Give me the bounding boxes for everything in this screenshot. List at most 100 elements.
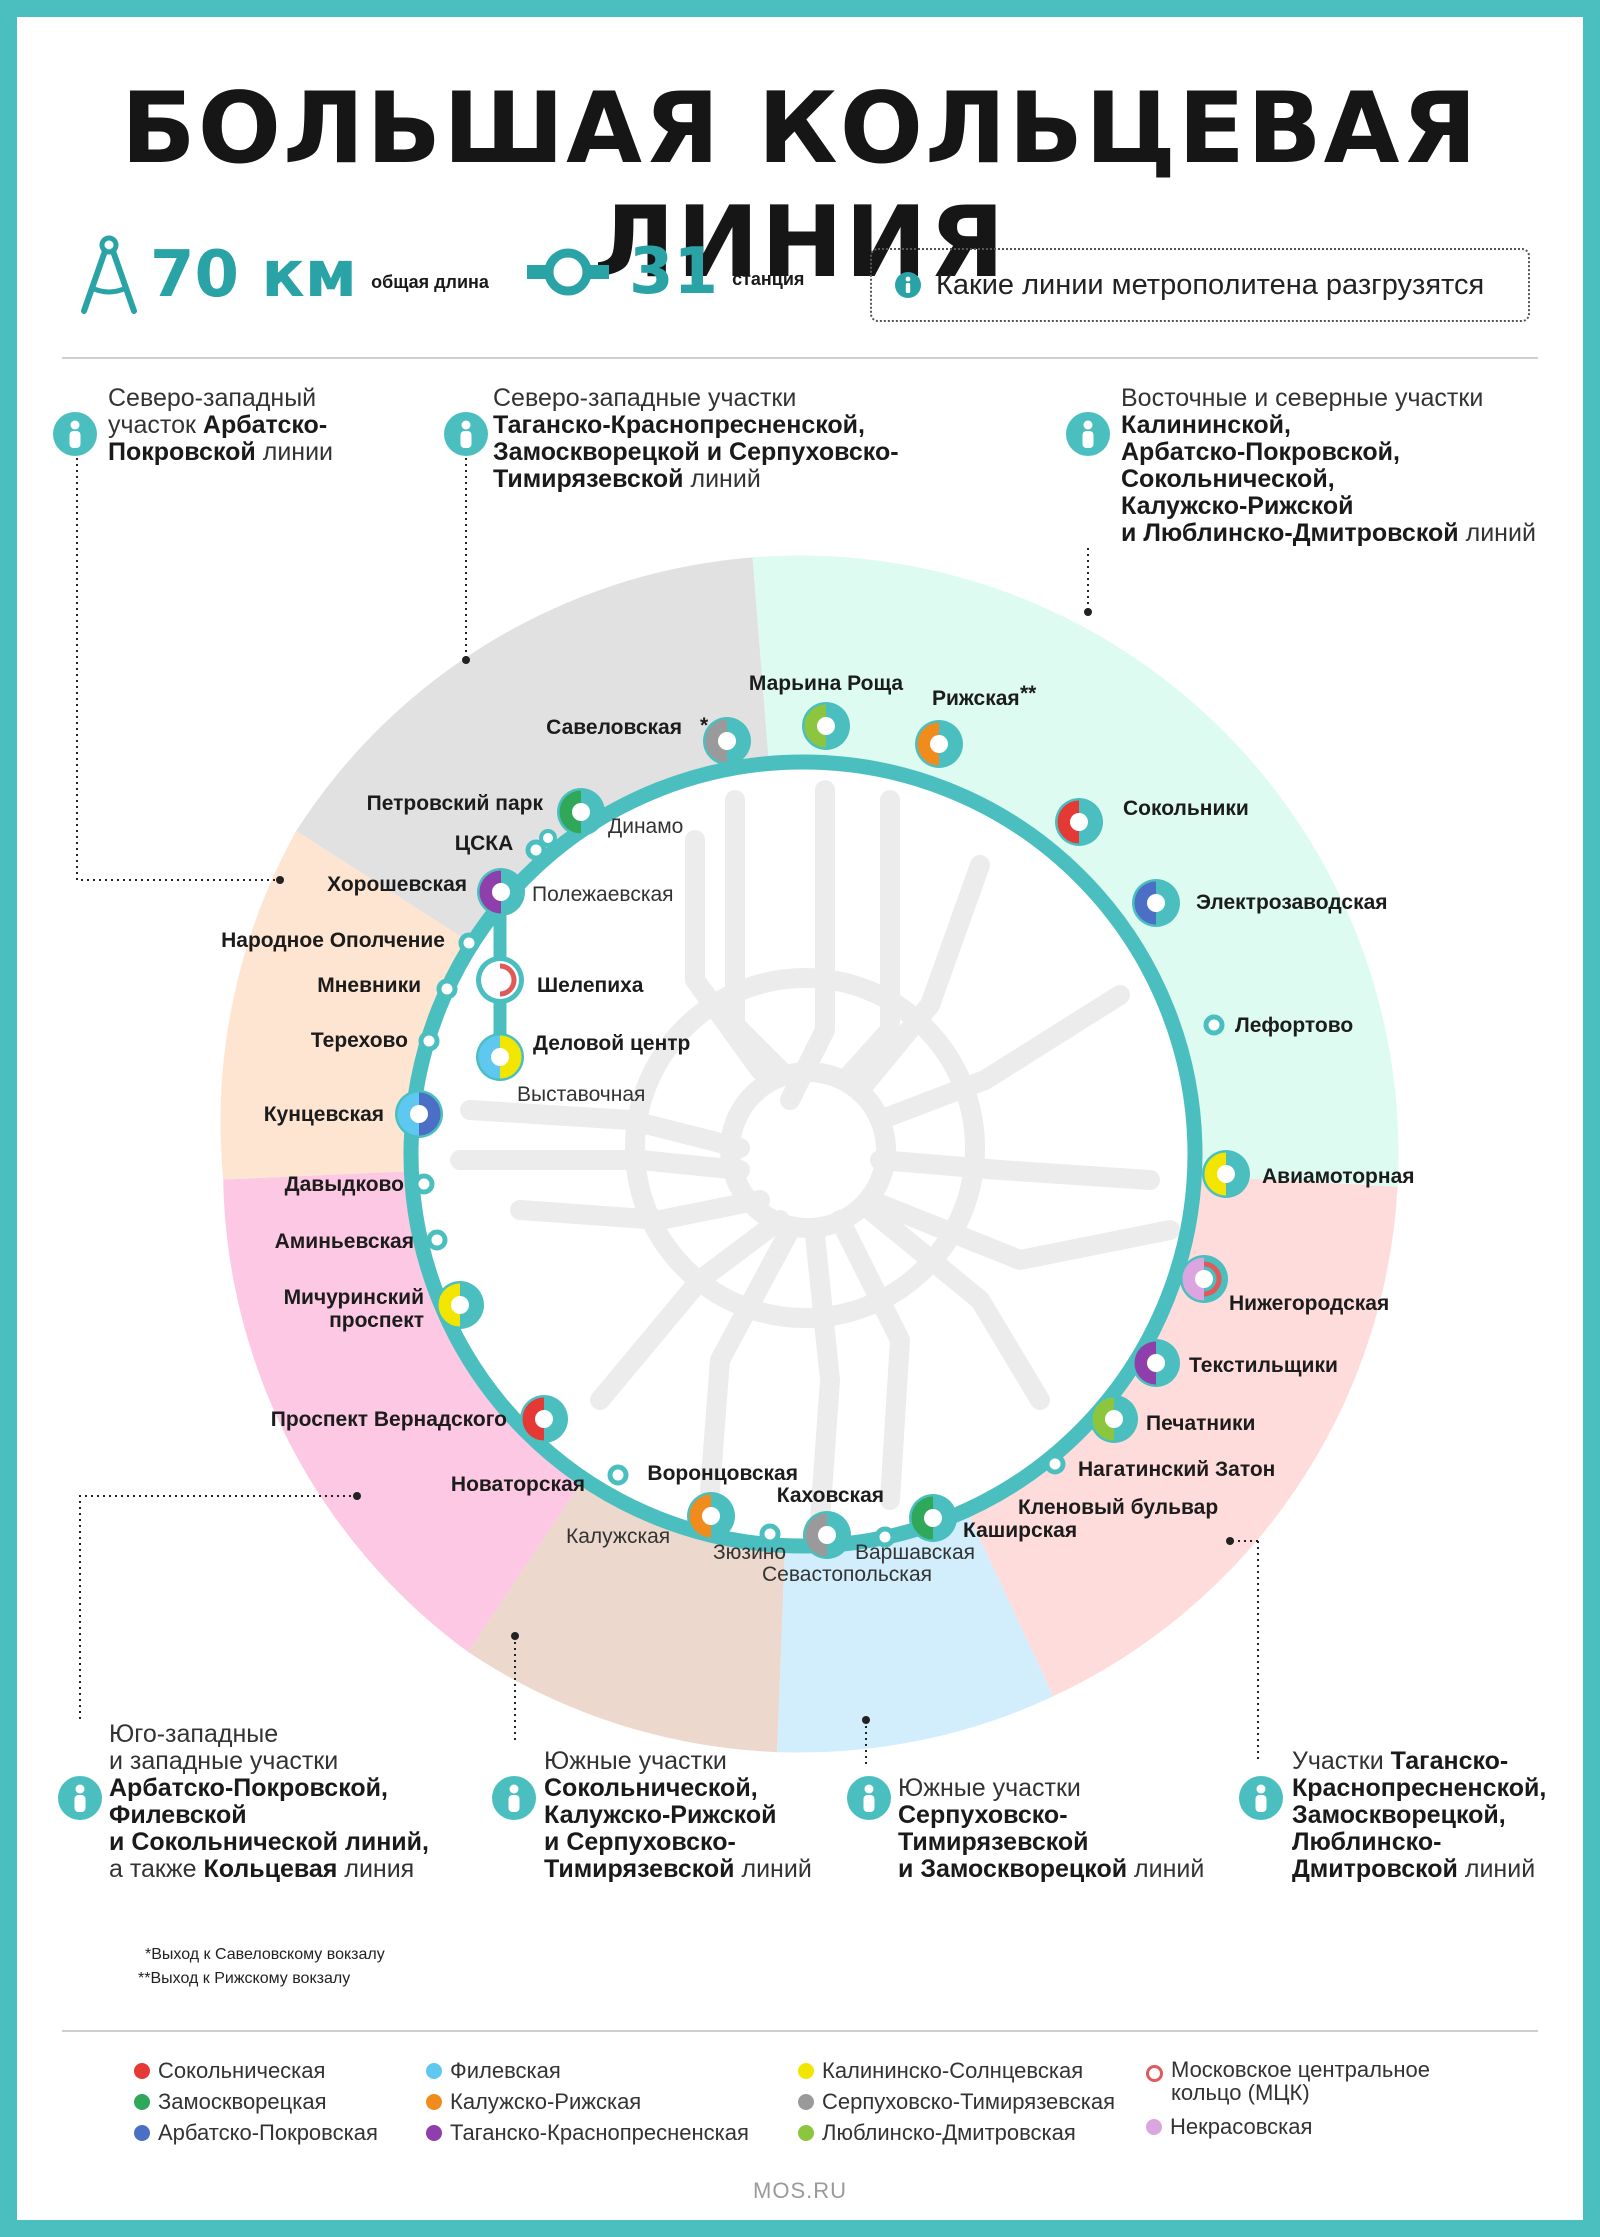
station-marker-sevastopolskaya	[803, 1511, 851, 1559]
person-icon	[1066, 412, 1110, 456]
stations-stat: 31 станция	[525, 235, 804, 309]
station-dot-zyuzino	[759, 1523, 781, 1545]
label-klenovy-bulvar: Кленовый бульвар	[1018, 1496, 1218, 1519]
line-dot-icon	[798, 2125, 814, 2141]
section-east: Восточные и северные участки Калининской…	[1121, 384, 1536, 547]
length-label: общая длина	[371, 271, 489, 292]
label-elektrozavodskaya: Электрозаводская	[1196, 891, 1388, 914]
station-marker-sokolniki	[1055, 798, 1103, 846]
label-narodnoe-opolchenie: Народное Ополчение	[221, 929, 445, 952]
label-vystavochnaya: Выставочная	[517, 1083, 645, 1106]
label-varshavskaya: Варшавская	[855, 1541, 975, 1564]
station-dot-aminyevskaya	[426, 1229, 448, 1251]
label-lefortovo: Лефортово	[1235, 1014, 1353, 1037]
asterisk-savelovskaya: *	[700, 714, 709, 737]
label-rizhskaya: Рижская	[932, 687, 1020, 710]
legend-filevskaya: Филевская	[426, 2058, 561, 2084]
length-value: 70 км	[150, 238, 358, 312]
legend-zamoskvoretskaya: Замоскворецкая	[134, 2089, 327, 2115]
station-marker-pechatniki	[1090, 1395, 1138, 1443]
page-title: БОЛЬШАЯ КОЛЬЦЕВАЯ ЛИНИЯ	[121, 72, 1479, 300]
station-dot-terekhovo	[418, 1030, 440, 1052]
station-marker-kashirskaya	[909, 1494, 957, 1542]
section-southeast: Участки Таганско- Краснопресненской, Зам…	[1292, 1747, 1547, 1883]
station-dot-tsska	[525, 839, 547, 861]
label-kuntsevskaya: Кунцевская	[264, 1103, 384, 1126]
section-southwest: Юго-западные и западные участки Арбатско…	[109, 1720, 429, 1884]
person-icon	[1239, 1776, 1283, 1820]
legend-serpukhovsko: Серпуховско-Тимирязевская	[798, 2089, 1115, 2115]
stations-label: станция	[732, 268, 805, 289]
station-marker-shelepikha	[476, 956, 524, 1004]
legend-lyublinsko: Люблинско-Дмитровская	[798, 2120, 1076, 2146]
line-dot-icon	[1146, 2119, 1162, 2135]
label-dinamo: Динамо	[608, 815, 683, 838]
station-marker-marina-roshcha	[802, 702, 850, 750]
station-marker-rizhskaya	[915, 720, 963, 768]
label-polezhaevskaya: Полежаевская	[532, 883, 674, 906]
station-marker-michurinsky	[436, 1281, 484, 1329]
line-dot-icon	[426, 2125, 442, 2141]
station-dot-narodnoe-opolchenie	[458, 932, 480, 954]
line-dot-icon	[426, 2063, 442, 2079]
station-marker-petrovsky-park	[557, 788, 605, 836]
station-marker-elektrozavodskaya	[1132, 879, 1180, 927]
bcl-ring-line	[403, 754, 1203, 1554]
label-tekstilshchiki: Текстильщики	[1189, 1354, 1338, 1377]
compass-icon	[81, 235, 137, 314]
leader-lines	[76, 458, 1259, 1768]
mck-ring-icon	[1146, 2065, 1163, 2082]
section-south-serpukhovsko: Южные участки Серпуховско- Тимирязевской…	[898, 1774, 1205, 1883]
leader-dots	[276, 608, 1234, 1724]
asterisk-rizhskaya: **	[1020, 682, 1037, 705]
station-dot-davydkovo	[413, 1173, 435, 1195]
label-petrovsky-park: Петровский парк	[367, 792, 544, 815]
divider-top	[62, 357, 1538, 359]
person-icon	[847, 1776, 891, 1820]
section-south-sokolnicheskaya: Южные участки Сокольнической, Калужско-Р…	[544, 1747, 812, 1883]
label-mnevniki: Мневники	[317, 974, 421, 997]
line-dot-icon	[134, 2063, 150, 2079]
label-zyuzino: Зюзино	[713, 1541, 786, 1564]
length-stat: 70 км общая длина	[78, 235, 489, 315]
label-sokolniki: Сокольники	[1123, 797, 1249, 820]
line-dot-icon	[134, 2125, 150, 2141]
station-marker-tekstilshchiki	[1132, 1339, 1180, 1387]
label-tsska: ЦСКА	[455, 832, 514, 855]
label-khoroshevskaya: Хорошевская	[327, 873, 467, 896]
label-davydkovo: Давыдково	[285, 1173, 404, 1196]
legend-sokolnicheskaya: Сокольническая	[134, 2058, 325, 2084]
footer-mos-ru[interactable]: MOS.RU	[753, 2178, 847, 2203]
station-marker-nizhegorodskaya	[1180, 1255, 1228, 1303]
station-marker-aviamotornaya	[1202, 1150, 1250, 1198]
line-dot-icon	[134, 2094, 150, 2110]
label-michurinsky-2: проспект	[329, 1309, 424, 1332]
label-kashirskaya: Каширская	[963, 1519, 1077, 1542]
legend-nekrasovskaya: Некрасовская	[1146, 2114, 1312, 2140]
station-dot-link	[539, 829, 557, 847]
station-marker-khoroshevskaya	[477, 868, 525, 916]
line-dot-icon	[798, 2063, 814, 2079]
legend-kaluzhsko: Калужско-Рижская	[426, 2089, 641, 2115]
footnote-savelovsky: *Выход к Савеловскому вокзалу	[145, 1946, 385, 1963]
station-dot-mnevniki	[436, 978, 458, 1000]
label-nizhegorodskaya: Нижегородская	[1229, 1292, 1389, 1315]
station-icon	[527, 248, 609, 296]
footnote-rizhsky: **Выход к Рижскому вокзалу	[138, 1970, 351, 1987]
person-icon	[444, 412, 488, 456]
line-dot-icon	[798, 2094, 814, 2110]
label-kakhovskaya: Каховская	[777, 1484, 884, 1507]
label-aminyevskaya: Аминьевская	[275, 1230, 414, 1253]
station-dot-novatorskaya	[607, 1464, 629, 1486]
station-marker-delovoy-tsentr	[476, 1033, 524, 1081]
section-nw-tagansko: Северо-западные участки Таганско-Красноп…	[493, 384, 899, 493]
station-marker-savelovskaya	[703, 717, 751, 765]
label-novatorskaya: Новаторская	[451, 1473, 585, 1496]
metro-scheme-background	[450, 780, 1180, 1530]
label-delovoy-tsentr: Деловой центр	[533, 1032, 690, 1055]
station-marker-vorontsovskaya	[687, 1492, 735, 1540]
unload-info-box[interactable]: Какие линии метрополитена разгрузятся	[870, 248, 1530, 322]
person-icon	[58, 1776, 102, 1820]
